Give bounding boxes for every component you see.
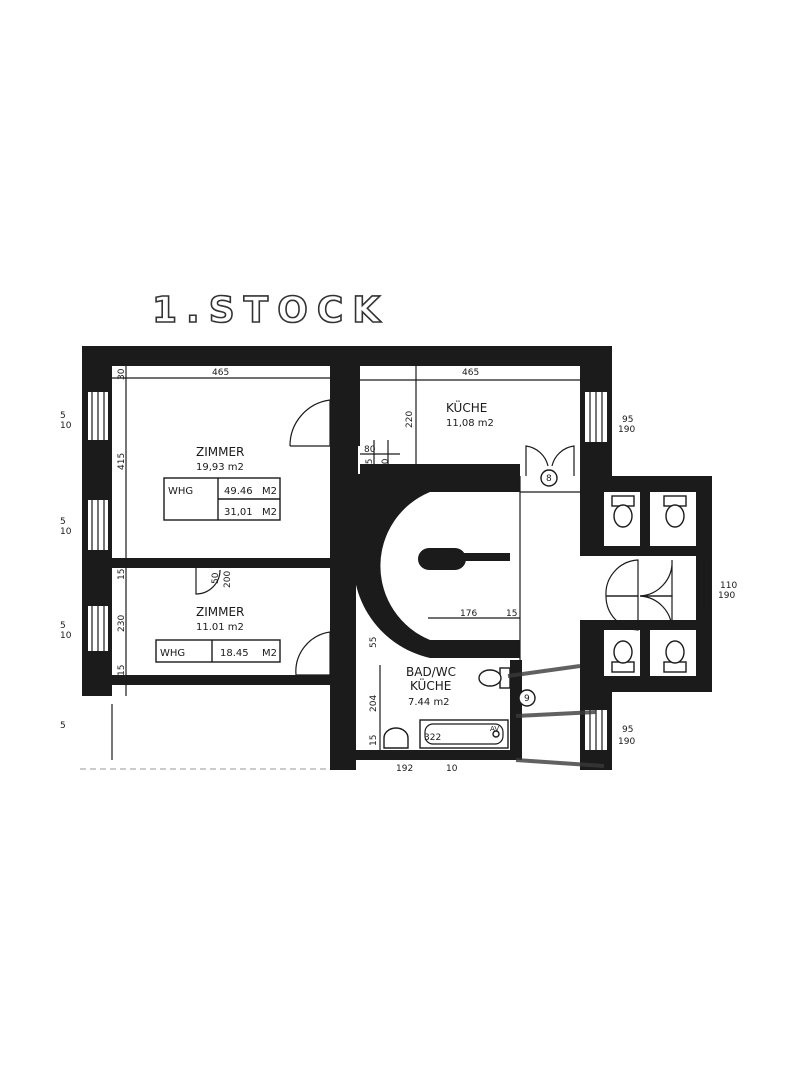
- dim-window-190-mid: 190: [718, 591, 735, 601]
- dim-door-10: 10: [381, 458, 391, 470]
- dim-window-95-bottom: 95: [622, 725, 633, 735]
- marker-labels: 8 9 AV: [490, 474, 552, 733]
- room-labels: ZIMMER 19,93 m2 KÜCHE 11,08 m2 ZIMMER 11…: [196, 399, 494, 708]
- dim-door-50: 50: [211, 572, 221, 584]
- dim-window-110: 110: [720, 581, 737, 591]
- whg-box-2-value: 18.45: [220, 648, 249, 659]
- whg-box-1-value1: 49.46: [224, 486, 253, 497]
- interior-lines: [111, 366, 580, 760]
- dim-door-200: 200: [223, 571, 233, 588]
- dim-bottom-192: 192: [396, 764, 413, 774]
- room-badwc-area: 7.44 m2: [408, 697, 450, 708]
- room-kueche1-name: KÜCHE: [446, 399, 487, 415]
- chimney-fixture: [418, 548, 466, 570]
- shaft-label-8: 8: [546, 474, 552, 484]
- dim-window-190-bottom: 190: [618, 737, 635, 747]
- dim-left-5c: 5: [60, 621, 66, 631]
- dim-height-15b: 15: [117, 665, 127, 676]
- shaft-label-9: 9: [524, 694, 530, 704]
- bathtub-icon: [419, 719, 509, 749]
- whg-box-1-unit1: M2: [262, 486, 277, 497]
- dim-bath-322: 322: [424, 733, 441, 743]
- dim-window-190-top: 190: [618, 425, 635, 435]
- dim-left-5b: 5: [60, 517, 66, 527]
- plan-title: 1.STOCK: [152, 290, 389, 331]
- dim-height-230: 230: [117, 615, 127, 632]
- fixtures: [383, 469, 687, 768]
- whg-box-1-label: WHG: [168, 486, 193, 497]
- dim-height-15a: 15: [117, 569, 127, 580]
- whg-box-2-unit: M2: [262, 648, 277, 659]
- room-kueche1-area: 11,08 m2: [446, 418, 494, 429]
- sink-icon: [383, 727, 409, 749]
- tub-tag: AV: [490, 725, 499, 733]
- dim-left-5a: 5: [60, 411, 66, 421]
- doors: [195, 399, 673, 676]
- room-badwc-name2: KÜCHE: [410, 677, 451, 693]
- dim-corridor-15: 15: [506, 609, 517, 619]
- dim-door-15: 15: [365, 459, 375, 470]
- dim-top-right-width: 465: [462, 368, 479, 378]
- dimension-labels: 465 465 30 415 15 230 15 220 80 10 15 50…: [60, 368, 737, 774]
- room-zimmer2-area: 11.01 m2: [196, 622, 244, 633]
- dim-left-10a: 10: [60, 421, 72, 431]
- toilet-icon: [478, 667, 511, 689]
- windows: [91, 392, 711, 750]
- dim-bath-204: 204: [369, 695, 379, 712]
- dim-corridor-176: 176: [460, 609, 477, 619]
- shaft-marker-8: [540, 469, 558, 487]
- dim-bottom-10: 10: [446, 764, 458, 774]
- dim-bath-55: 55: [369, 637, 379, 648]
- toilet-icon: [611, 495, 635, 528]
- dim-left-10c: 10: [60, 631, 72, 641]
- whg-box-1: WHG 49.46 M2 31,01 M2: [163, 477, 281, 521]
- dim-wall-30: 30: [117, 368, 127, 380]
- whg-box-2-label: WHG: [160, 648, 185, 659]
- dim-door-220: 220: [405, 411, 415, 428]
- toilet-icon: [611, 640, 635, 673]
- walls: [82, 346, 712, 770]
- toilet-icon: [663, 640, 687, 673]
- toilet-icon: [663, 495, 687, 528]
- dim-door-80: 80: [364, 445, 376, 455]
- dim-top-left-width: 465: [212, 368, 229, 378]
- room-zimmer2-name: ZIMMER: [196, 605, 244, 619]
- whg-box-1-value2: 31,01: [224, 507, 253, 518]
- dim-window-95-top: 95: [622, 415, 633, 425]
- dim-left-5d: 5: [60, 721, 66, 731]
- shaft-marker-9: [518, 689, 536, 707]
- whg-box-1-unit2: M2: [262, 507, 277, 518]
- dim-height-415: 415: [117, 453, 127, 470]
- dim-bath-15: 15: [369, 735, 379, 746]
- room-badwc-name1: BAD/WC: [406, 665, 456, 679]
- whg-box-2: WHG 18.45 M2: [155, 639, 281, 663]
- room-zimmer1-name: ZIMMER: [196, 445, 244, 459]
- room-zimmer1-area: 19,93 m2: [196, 462, 244, 473]
- dim-left-10b: 10: [60, 527, 72, 537]
